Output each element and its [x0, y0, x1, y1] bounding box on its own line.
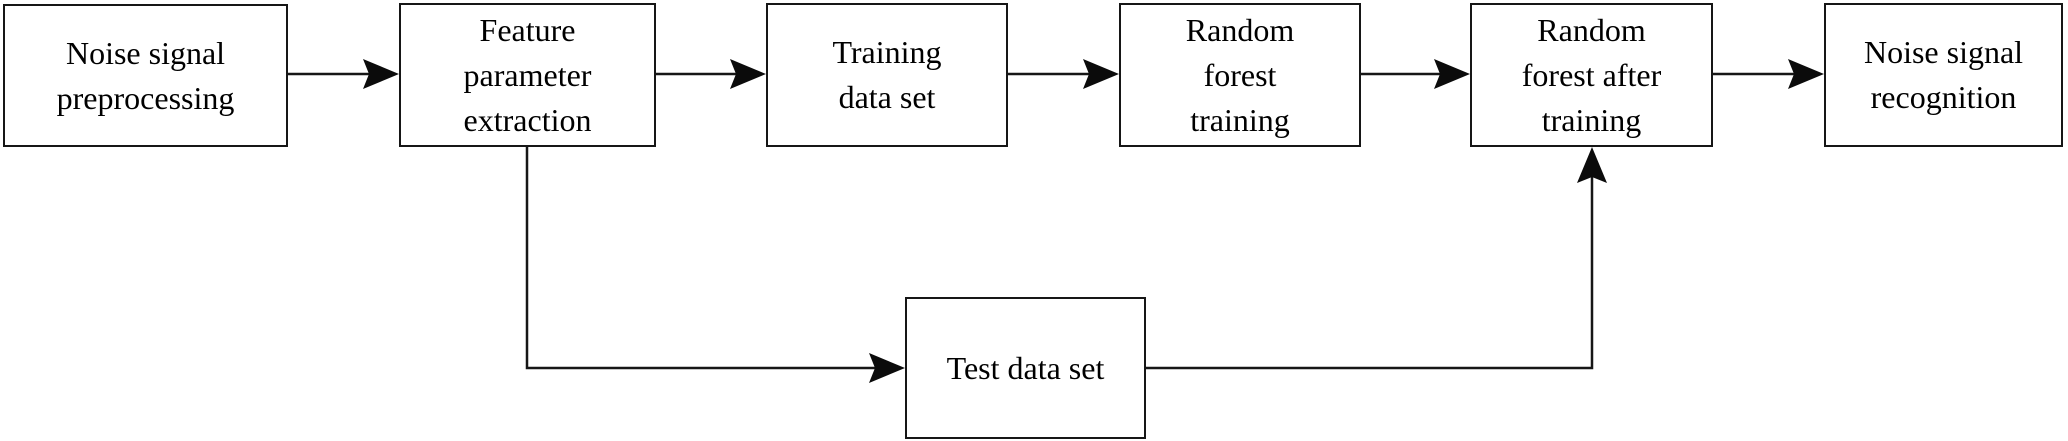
- edge-arrowhead-right-icon: [730, 59, 766, 89]
- node-random-forest-after-training: Random forest after training: [1470, 3, 1713, 147]
- edge-test-set-to-rf-after: [1146, 147, 1607, 370]
- node-feature-parameter-extraction: Feature parameter extraction: [399, 3, 656, 147]
- node-label-training-data-set: Training data set: [832, 34, 942, 115]
- node-noise-signal-preprocessing: Noise signal preprocessing: [3, 4, 288, 147]
- node-training-data-set: Training data set: [766, 3, 1008, 147]
- node-random-forest-training: Random forest training: [1119, 3, 1361, 147]
- node-label-feature-parameter-extraction: Feature parameter extraction: [463, 11, 592, 138]
- edge-extraction-to-training-set: [656, 59, 766, 89]
- node-test-data-set: Test data set: [905, 297, 1146, 439]
- edge-training-set-to-rf-training: [1008, 59, 1119, 89]
- edge-extraction-to-test-set: [525, 147, 905, 383]
- edge-arrowhead-right-icon: [1434, 59, 1470, 89]
- node-noise-signal-recognition: Noise signal recognition: [1824, 3, 2063, 147]
- edge-rf-after-to-recognition: [1713, 59, 1824, 89]
- edge-preprocessing-to-extraction: [287, 59, 399, 89]
- edge-arrowhead-right-icon: [1083, 59, 1119, 89]
- edge-arrowhead-up-icon: [1577, 147, 1607, 183]
- edge-arrowhead-right-icon: [1788, 59, 1824, 89]
- node-label-random-forest-training: Random forest training: [1185, 11, 1295, 138]
- node-label-random-forest-after-training: Random forest after training: [1521, 11, 1662, 138]
- node-label-noise-signal-preprocessing: Noise signal preprocessing: [56, 34, 235, 116]
- edge-rf-training-to-rf-after: [1361, 59, 1470, 89]
- edge-arrowhead-right-icon: [869, 353, 905, 383]
- node-label-test-data-set: Test data set: [946, 349, 1105, 386]
- edge-arrowhead-right-icon: [363, 59, 399, 89]
- node-label-noise-signal-recognition: Noise signal recognition: [1863, 34, 2024, 115]
